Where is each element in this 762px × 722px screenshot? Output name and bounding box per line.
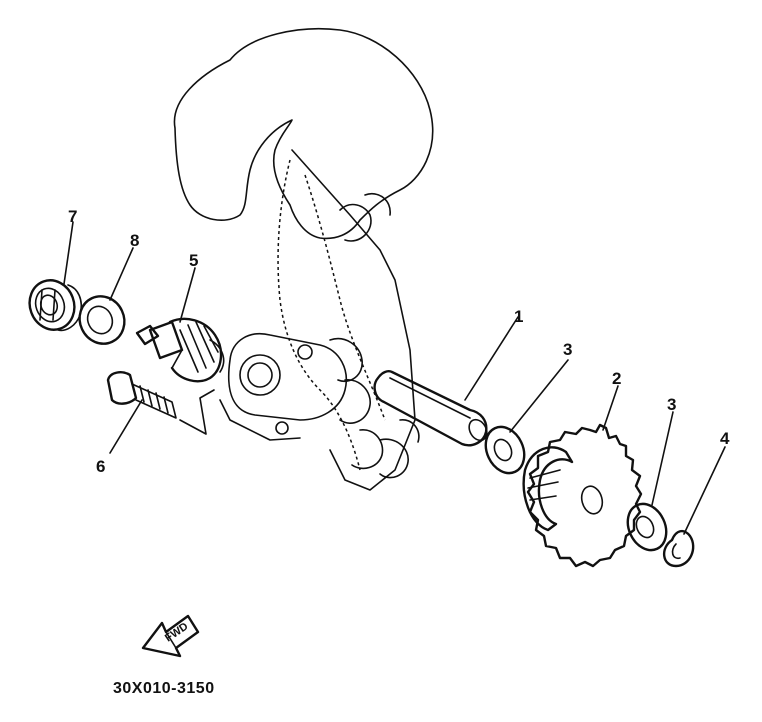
seal-washer xyxy=(78,295,126,345)
drive-gear xyxy=(135,317,225,383)
leader-lines xyxy=(63,221,726,535)
washer-left xyxy=(484,425,526,475)
callout-bolt: 6 xyxy=(96,457,105,476)
callout-numbers: 7 8 5 6 1 3 2 3 4 xyxy=(68,207,730,476)
callout-washer-right: 3 xyxy=(667,395,676,414)
alignment-lines xyxy=(179,389,215,435)
drawing-code: 30X010-3150 xyxy=(113,680,215,697)
crankcase-outline xyxy=(173,27,434,491)
callout-oil-seal: 7 xyxy=(68,207,77,226)
oil-seal xyxy=(28,279,83,332)
callout-washer-left: 3 xyxy=(563,340,572,359)
callout-drive-gear: 5 xyxy=(189,251,198,270)
bolt xyxy=(106,371,177,419)
fwd-arrow-icon: FWD xyxy=(141,614,200,658)
washer-right xyxy=(626,502,668,552)
callout-shaft: 1 xyxy=(514,307,523,326)
callout-gear: 2 xyxy=(612,369,621,388)
circlip xyxy=(663,529,695,568)
callout-circlip: 4 xyxy=(720,429,730,448)
callout-seal-washer: 8 xyxy=(130,231,139,250)
gear xyxy=(522,423,643,568)
shaft xyxy=(373,370,488,447)
